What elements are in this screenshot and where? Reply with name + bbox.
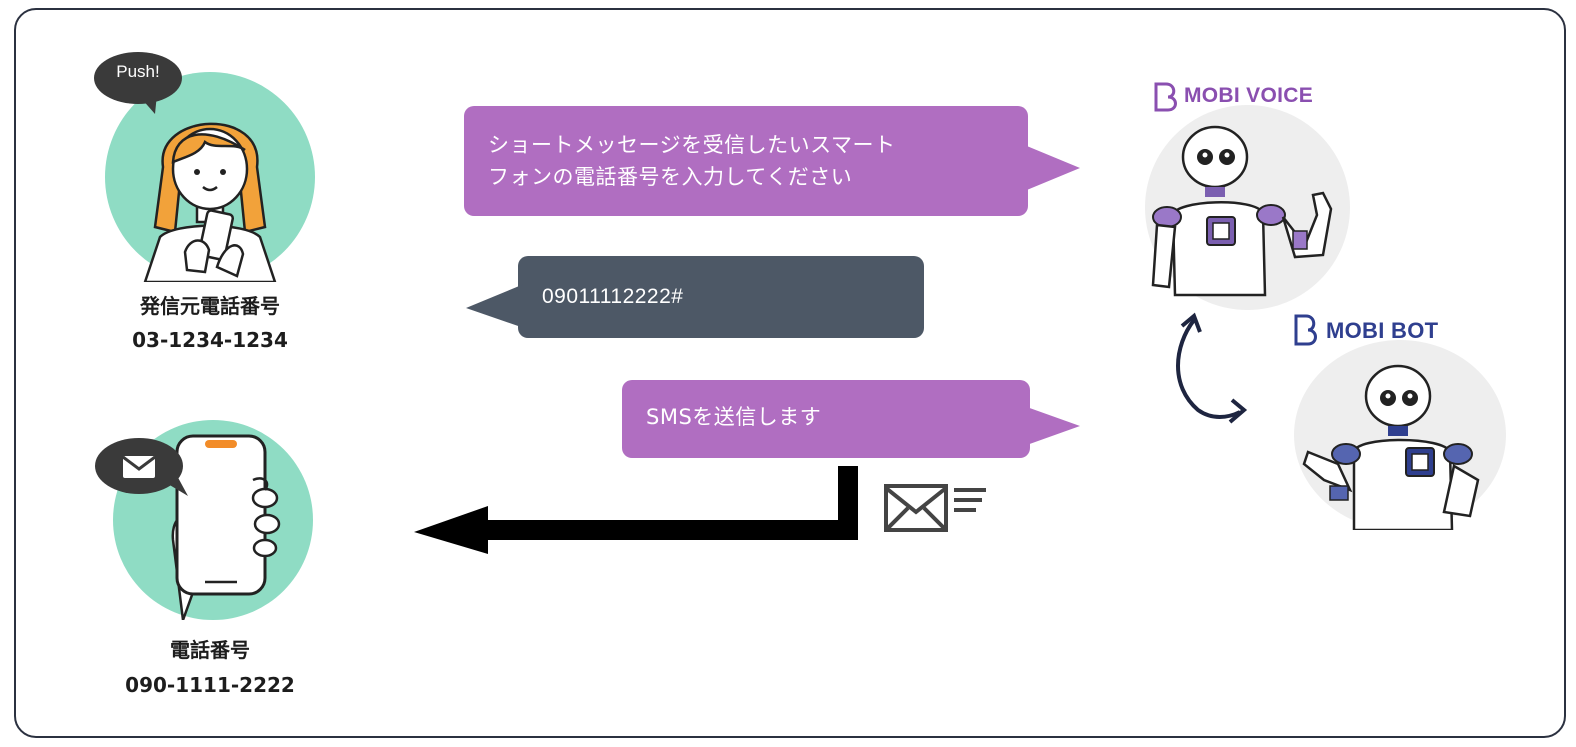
prompt-line-1: ショートメッセージを受信したいスマート: [488, 133, 896, 157]
push-label: Push!: [116, 62, 160, 81]
swap-arrows-icon: [1176, 312, 1248, 424]
mail-speech-bubble-icon: [95, 438, 188, 496]
envelope-icon: [884, 484, 986, 532]
sms-delivery-arrow-icon: [414, 466, 858, 554]
prompt-line-2: フォンの電話番号を入力してください: [488, 165, 853, 189]
recipient-phone-number: 090-1111-2222: [125, 673, 295, 697]
prompt-speech-bubble: [464, 106, 1080, 216]
user-input-speech-bubble: [466, 256, 924, 338]
caller-caption-title: 発信元電話番号: [140, 294, 280, 318]
hand-holding-smartphone-icon: [171, 434, 281, 620]
push-speech-bubble-icon: [94, 52, 182, 114]
mobi-voice-brand: MOBI VOICE: [1184, 84, 1314, 107]
user-input-text: 09011112222#: [542, 285, 684, 308]
woman-with-phone-icon: [143, 122, 277, 282]
sms-notice-speech-bubble: [622, 380, 1080, 458]
mobi-bot-logo-icon: [1294, 314, 1317, 346]
mobi-voice-logo-icon: [1154, 82, 1177, 112]
recipient-caption-title: 電話番号: [170, 638, 250, 662]
mobi-bot-robot-icon: [1302, 364, 1480, 530]
caller-phone-number: 03-1234-1234: [132, 328, 288, 352]
sms-notice-text: SMSを送信します: [646, 405, 822, 429]
mobi-bot-brand: MOBI BOT: [1326, 318, 1439, 343]
mobi-voice-robot-icon: [1151, 125, 1333, 297]
